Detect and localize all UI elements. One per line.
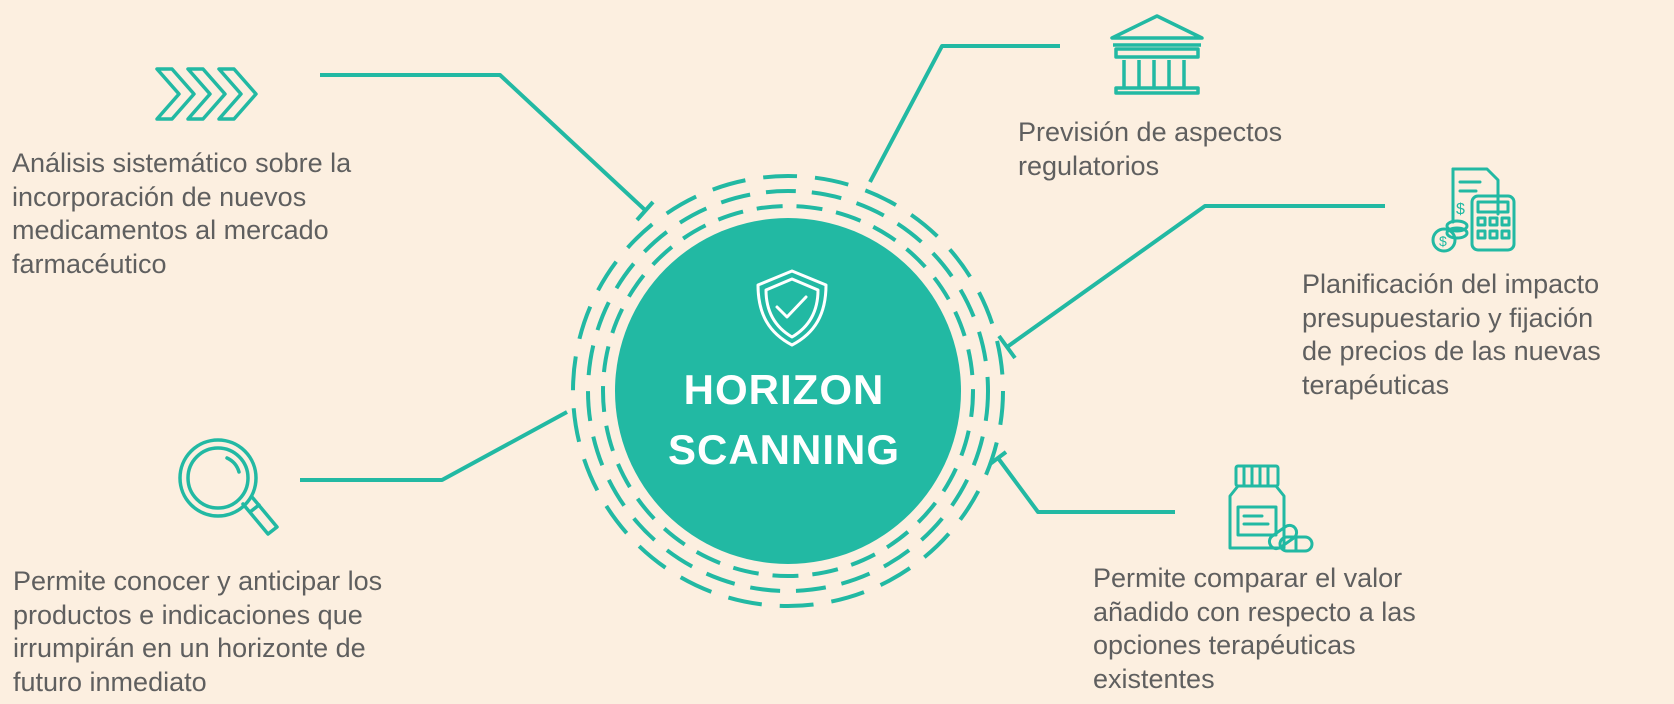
shield-check-icon: [756, 269, 828, 347]
connector-tick-analisis: [635, 200, 655, 222]
magnifier-icon: [178, 438, 279, 536]
medicine-bottle-icon: [1228, 464, 1314, 553]
government-building-icon: [1110, 14, 1204, 95]
connector-tick-presupuesto: [997, 334, 1017, 360]
connector-line-anticipar: [300, 410, 568, 482]
calculator-invoice-icon: $ $: [1431, 167, 1516, 253]
item-text-anticipar: Permite conocer y anticipar los producto…: [13, 566, 383, 697]
dashed-ring-outer: [571, 174, 1005, 608]
svg-text:$: $: [1456, 201, 1465, 218]
item-text-analisis: Análisis sistemático sobre la incorporac…: [12, 148, 352, 279]
connector-line-valor: [996, 456, 1175, 514]
center-title: HORIZON SCANNING: [667, 366, 900, 473]
dashed-rings: [571, 174, 1005, 608]
connector-line-regulatorio: [868, 44, 1060, 183]
dashed-ring-middle: [586, 189, 990, 593]
item-text-regulatorio: Previsión de aspectos regulatorios: [1018, 117, 1283, 181]
svg-text:$: $: [1439, 233, 1447, 249]
triple-chevron-icon: [155, 67, 258, 121]
center-circle: [615, 218, 961, 564]
connector-lines: [300, 44, 1385, 514]
item-text-valor: Permite comparar el valor añadido con re…: [1093, 563, 1416, 694]
connector-line-presupuesto: [1005, 204, 1385, 349]
dashed-ring-inner: [601, 204, 975, 578]
connector-line-analisis: [320, 73, 647, 212]
item-text-presupuesto: Planificación del impacto presupuestario…: [1302, 269, 1601, 400]
